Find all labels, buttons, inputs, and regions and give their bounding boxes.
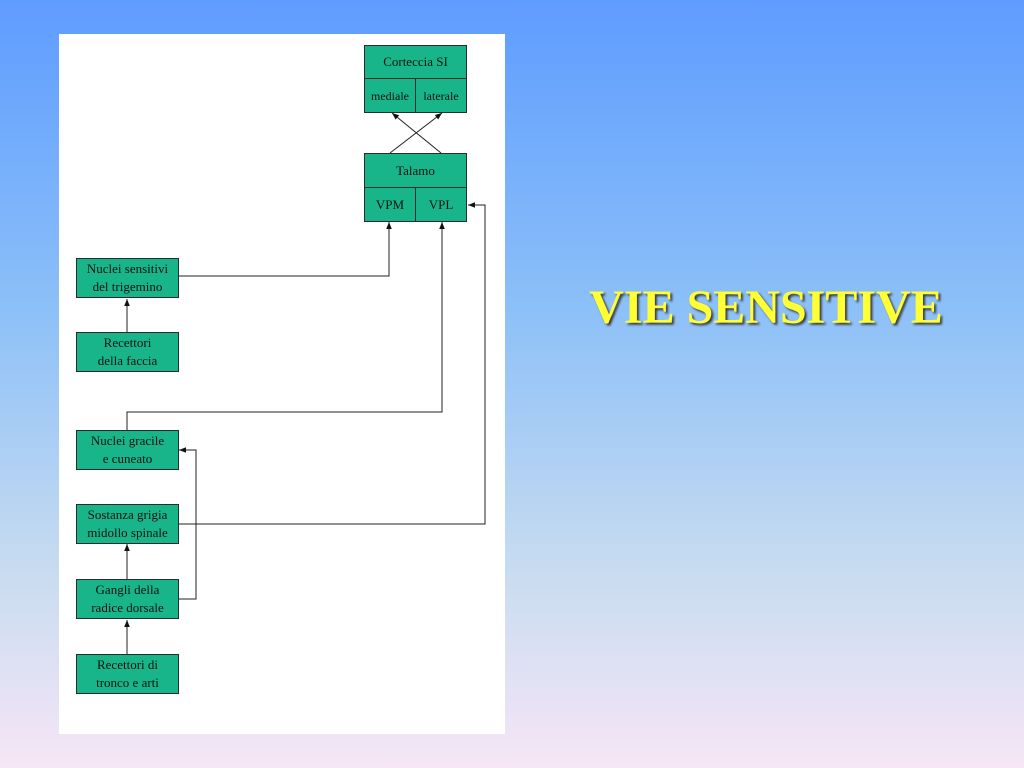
node-nuclei-gracile: Nuclei gracile e cuneato <box>76 430 179 470</box>
arrow-to-laterale <box>389 112 443 154</box>
node-mediale: mediale <box>364 78 416 113</box>
node-talamo: Talamo <box>364 153 467 188</box>
node-vpl: VPL <box>415 187 467 222</box>
arrow-gracile-to-vpl <box>126 222 445 432</box>
diagram-panel: Corteccia SI mediale laterale Talamo VPM… <box>59 34 505 734</box>
arrow-sostanza-to-vpl <box>178 202 486 525</box>
node-recettori-faccia: Recettori della faccia <box>76 332 179 372</box>
node-laterale: laterale <box>415 78 467 113</box>
node-gangli: Gangli della radice dorsale <box>76 579 179 619</box>
node-recettori-tronco: Recettori di tronco e arti <box>76 654 179 694</box>
node-corteccia-si: Corteccia SI <box>364 45 467 79</box>
node-nuclei-trigemino: Nuclei sensitivi del trigemino <box>76 258 179 298</box>
arrow-gangli-to-gracile <box>178 447 197 600</box>
node-sostanza-grigia: Sostanza grigia midollo spinale <box>76 504 179 544</box>
connector-lines <box>124 112 486 654</box>
node-vpm: VPM <box>364 187 416 222</box>
slide-title: VIE SENSITIVE <box>589 281 943 334</box>
arrow-trigemino-to-vpm <box>178 222 392 277</box>
